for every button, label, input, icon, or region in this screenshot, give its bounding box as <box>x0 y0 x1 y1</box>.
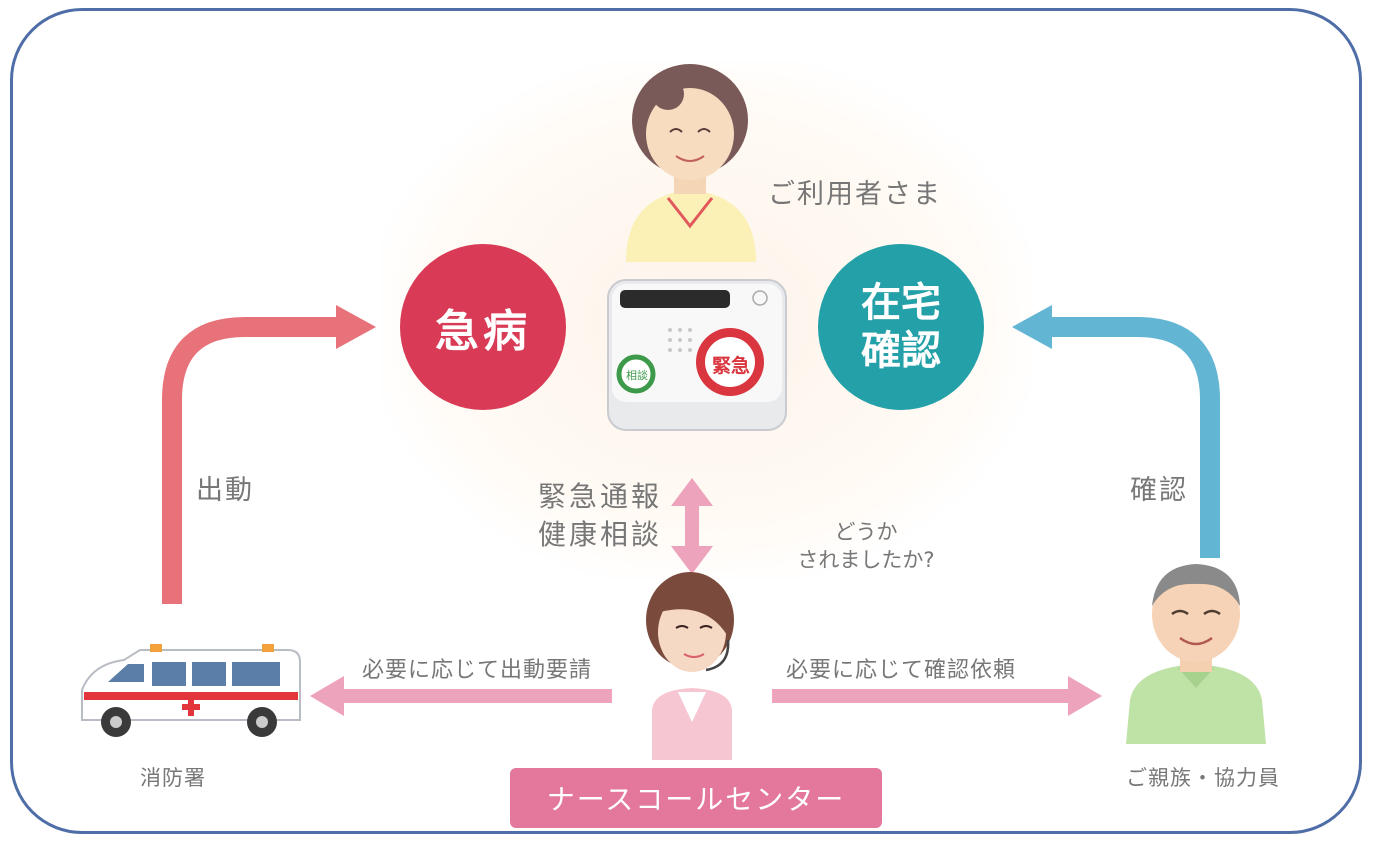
home-check-label-line2: 確認 <box>861 328 941 374</box>
request-confirm-label: 必要に応じて確認依頼 <box>786 658 1017 683</box>
nurse-speech-line1: どうか <box>834 520 898 544</box>
nurse-speech-line2: されましたか? <box>797 548 935 572</box>
nurse-call-center-label: ナースコールセンター <box>546 783 846 816</box>
emergency-double-arrow <box>671 478 713 574</box>
elderly-woman-illustration <box>626 64 756 262</box>
headset-icon <box>705 639 730 672</box>
ambulance-illustration <box>81 644 301 737</box>
dispatch-arrow <box>162 305 376 604</box>
request-dispatch-arrow <box>310 676 612 716</box>
nurse-call-center-banner: ナースコールセンター <box>510 768 882 828</box>
health-consult-text: 健康相談 <box>538 518 663 551</box>
request-dispatch-label: 必要に応じて出動要請 <box>362 658 593 683</box>
alarm-device-illustration <box>607 279 787 431</box>
nurse-operator-illustration <box>646 572 734 760</box>
emergency-consult-label: 緊急通報 健康相談 <box>538 478 662 554</box>
confirm-arrow <box>1012 305 1220 558</box>
home-check-label-line1: 在宅 <box>861 280 941 326</box>
home-check-circle: 在宅 確認 <box>818 244 984 410</box>
illness-label: 急病 <box>435 306 531 357</box>
emergency-report-text: 緊急通報 <box>538 480 663 513</box>
confirm-label: 確認 <box>1130 475 1188 506</box>
emergency-button-label: 緊急 <box>712 355 751 377</box>
dispatch-label: 出動 <box>196 475 254 506</box>
nurse-speech: どうか されましたか? <box>776 518 956 574</box>
illness-circle: 急病 <box>400 244 566 410</box>
consult-button-label: 相談 <box>626 369 648 382</box>
request-confirm-arrow <box>772 676 1102 716</box>
family-label: ご親族・協力員 <box>1126 766 1280 790</box>
fire-station-label: 消防署 <box>140 766 206 790</box>
user-label: ご利用者さま <box>768 179 942 210</box>
elderly-man-illustration <box>1126 564 1266 744</box>
consult-button <box>616 354 656 394</box>
